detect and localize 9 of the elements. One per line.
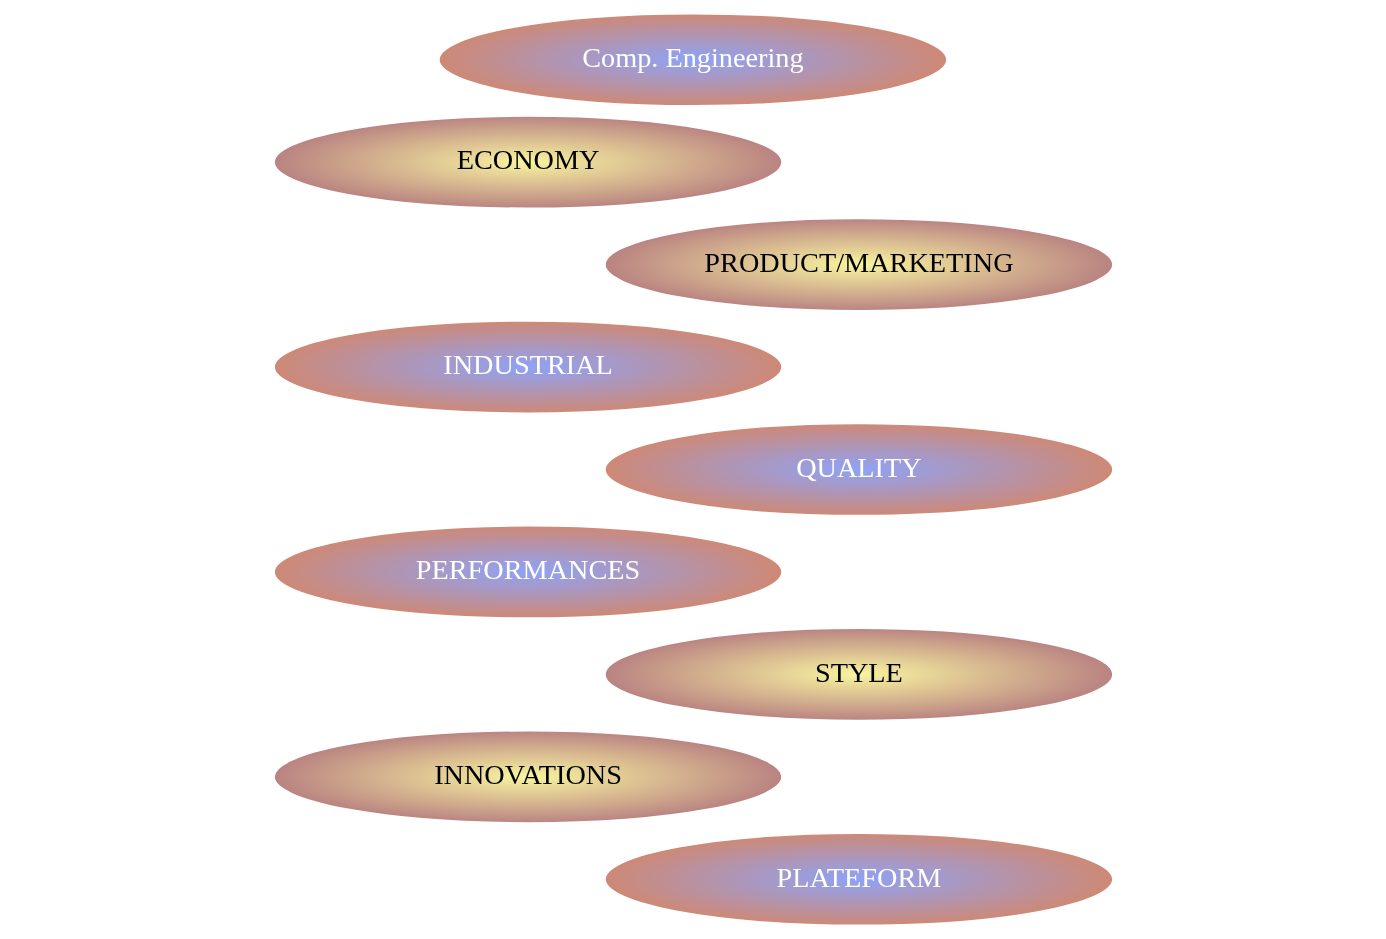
node-ellipse: QUALITY bbox=[602, 421, 1114, 518]
node-ellipse: PRODUCT/MARKETING bbox=[602, 216, 1114, 313]
node-ellipse: PLATEFORM bbox=[602, 831, 1114, 927]
node-ellipse: ECONOMY bbox=[272, 114, 784, 210]
node-ellipse: STYLE bbox=[602, 626, 1114, 723]
node-ellipse: PERFORMANCES bbox=[272, 524, 784, 620]
node-ellipse: Comp. Engineering bbox=[436, 12, 948, 108]
node-ellipse: INDUSTRIAL bbox=[272, 319, 784, 415]
node-ellipse: INNOVATIONS bbox=[272, 729, 784, 825]
